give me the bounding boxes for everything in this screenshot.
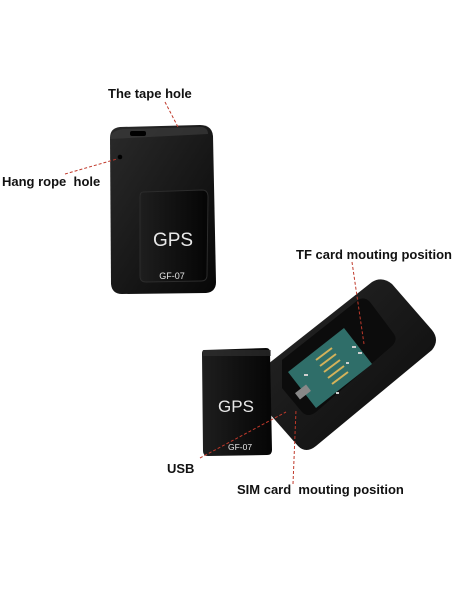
leader-tape-hole	[164, 101, 179, 128]
callout-leader-lines	[64, 101, 365, 485]
gps-device-open	[268, 279, 436, 450]
sim-contacts	[315, 347, 349, 385]
cover-model-print: GF-07	[228, 442, 252, 452]
device-model-print: GF-07	[159, 271, 185, 281]
tape-hole-slot	[130, 131, 146, 136]
cover-brand-print: GPS	[218, 397, 254, 416]
hang-rope-hole	[117, 154, 123, 160]
pcb-components	[304, 346, 362, 394]
label-usb: USB	[167, 461, 195, 476]
leader-hang-rope	[64, 158, 118, 175]
leader-usb	[199, 411, 287, 459]
label-tape-hole: The tape hole	[108, 86, 192, 101]
label-tf-card-position: TF card mouting position	[296, 247, 452, 262]
leader-tf-card	[351, 261, 365, 345]
device-brand-print: GPS	[153, 230, 193, 251]
device-cover-removed: GPS GF-07	[202, 348, 272, 456]
leader-sim-card	[292, 409, 297, 485]
usb-port-board	[295, 384, 311, 400]
gps-device-closed: GPS GF-07	[110, 125, 216, 294]
label-hang-rope-hole: Hang rope hole	[2, 174, 101, 189]
label-sim-card-position: SIM card mouting position	[237, 482, 404, 497]
